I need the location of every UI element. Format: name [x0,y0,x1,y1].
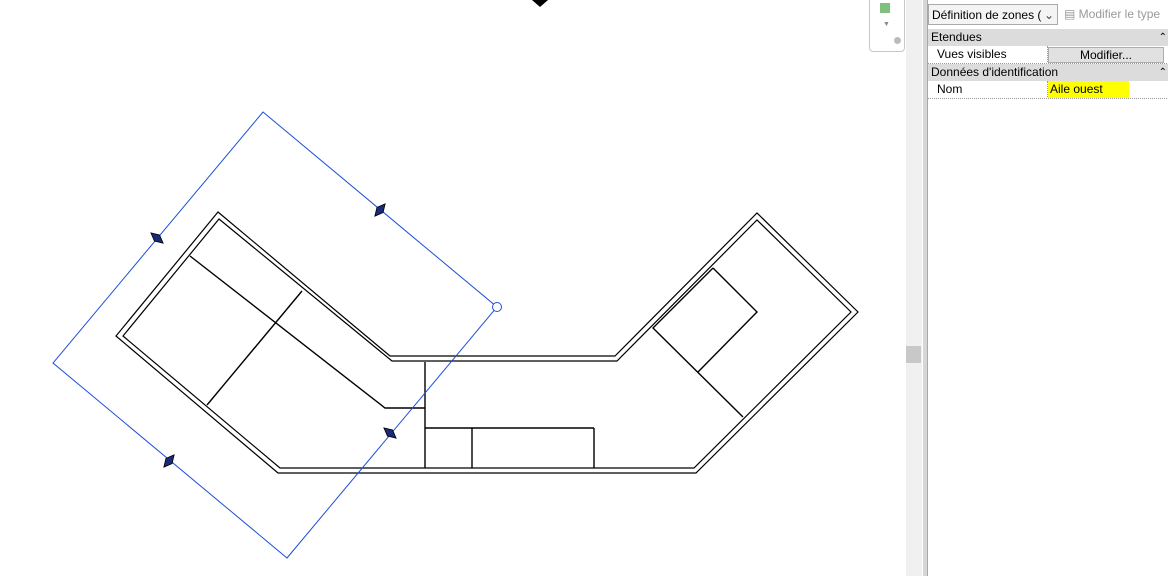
group-title: Etendues [931,30,982,44]
vertical-scrollbar[interactable] [906,0,922,576]
navigation-bar[interactable]: ▼ [869,0,905,52]
edit-visible-views-button[interactable]: Modifier... [1048,47,1164,63]
edit-type-label: Modifier le type [1078,7,1161,21]
walls[interactable] [115,211,859,474]
name-field[interactable]: Aile ouest [1048,81,1129,98]
property-label: Vues visibles [937,47,1007,61]
grip-arrow-icon[interactable] [148,230,165,246]
zoom-icon[interactable] [880,3,890,13]
property-row-visible-views: Vues visibles Modifier... [928,46,1168,64]
edit-type-icon: ▤ [1064,7,1079,21]
group-header-identity[interactable]: Données d'identification ⌃ [928,64,1168,81]
close-icon[interactable] [894,37,901,44]
edit-type-button[interactable]: ▤ Modifier le type [1064,4,1160,25]
rotate-grip-icon[interactable] [492,302,502,312]
type-selector-label: Définition de zones ( [932,8,1042,22]
group-title: Données d'identification [931,65,1059,79]
property-label: Nom [937,82,963,96]
grip-arrow-icon[interactable] [372,201,388,218]
collapse-icon[interactable]: ⌃ [1158,32,1167,43]
grip-arrow-icon[interactable] [381,425,398,441]
group-header-extents[interactable]: Etendues ⌃ [928,29,1168,46]
drawing-canvas[interactable]: ▼ [0,0,906,576]
chevron-down-icon[interactable]: ▼ [883,21,890,28]
scrollbar-thumb[interactable] [906,346,921,363]
collapse-icon[interactable]: ⌃ [1158,67,1167,78]
properties-panel: Définition de zones (⌄ ▤ Modifier le typ… [927,0,1168,576]
property-row-name: Nom Aile ouest [928,81,1168,99]
chevron-down-icon: ⌄ [1043,8,1054,22]
floor-plan [52,0,859,559]
grip-arrow-icon[interactable] [161,452,177,469]
interior-walls[interactable] [189,255,758,468]
type-selector[interactable]: Définition de zones (⌄ [928,4,1058,25]
view-cube-marker[interactable] [532,0,548,7]
scope-box-selection[interactable] [52,111,498,559]
drag-grips [148,201,398,469]
panel-divider[interactable] [923,0,927,576]
